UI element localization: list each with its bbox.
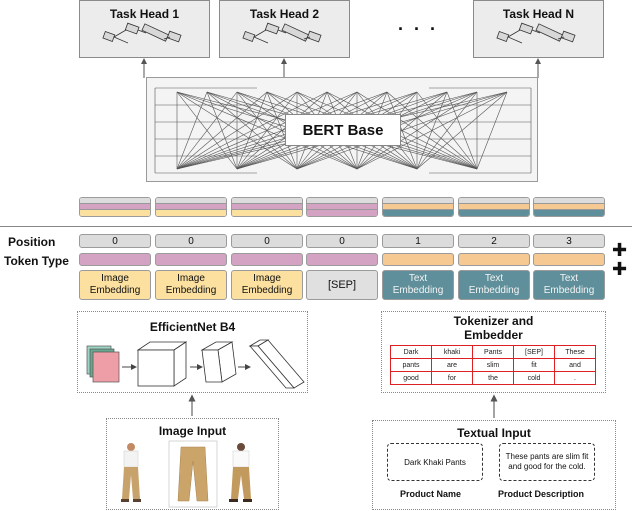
- pants-photo-1: [121, 443, 141, 502]
- position-cell: 0: [155, 234, 227, 248]
- ellipsis: . . .: [398, 14, 439, 34]
- image-input-box: Image Input: [106, 418, 279, 510]
- product-name-value: Dark Khaki Pants: [404, 457, 466, 467]
- cnn-diagram: [86, 339, 305, 389]
- token-grid-cell: the: [472, 371, 514, 385]
- plus-icon: ✚: [612, 259, 628, 279]
- position-cell: 0: [79, 234, 151, 248]
- head-connector-arrows: [141, 58, 541, 78]
- image-embedding: Image Embedding: [231, 270, 303, 300]
- tokenizer-title-text: Tokenizer and Embedder: [453, 314, 534, 342]
- text-embedding: Text Embedding: [382, 270, 454, 300]
- task-head-label: Task Head 2: [249, 7, 320, 21]
- position-row-label: Position: [8, 235, 56, 249]
- tokenizer-title: Tokenizer and Embedder: [382, 314, 605, 342]
- token-stack: [155, 197, 227, 217]
- token-type-cell: [306, 253, 378, 266]
- position-cell: 0: [306, 234, 378, 248]
- position-cell: 1: [382, 234, 454, 248]
- task-head-2: Task Head 2: [219, 0, 350, 58]
- task-head-label: Task Head 1: [109, 7, 180, 21]
- token-type-cell: [231, 253, 303, 266]
- product-photos: [121, 440, 252, 508]
- position-cell: 0: [231, 234, 303, 248]
- image-embedding: Image Embedding: [79, 270, 151, 300]
- token-grid-cell: for: [431, 371, 473, 385]
- product-description-label: Product Description: [498, 489, 585, 499]
- pants-photo-3: [229, 443, 252, 502]
- token-type-cell: [79, 253, 151, 266]
- text-embedding: Text Embedding: [533, 270, 605, 300]
- image-embedding: Image Embedding: [155, 270, 227, 300]
- token-type-cell: [533, 253, 605, 266]
- token-stack: [231, 197, 303, 217]
- token-stack: [306, 197, 378, 217]
- efficientnet-box: EfficientNet B4: [77, 311, 308, 393]
- plus-icon: ✚: [612, 240, 628, 260]
- mini-network-icon: [242, 22, 322, 44]
- task-head-1: Task Head 1: [79, 0, 210, 58]
- sep-embedding: [SEP]: [306, 270, 378, 300]
- token-stack: [533, 197, 605, 217]
- token-stack: [458, 197, 530, 217]
- bert-label: BERT Base: [302, 121, 384, 139]
- token-type-cell: [382, 253, 454, 266]
- token-type-cell: [458, 253, 530, 266]
- product-description-field: These pants are slim fit and good for th…: [499, 443, 595, 481]
- token-stack: [79, 197, 151, 217]
- image-input-title: Image Input: [158, 424, 227, 438]
- token-stack: [382, 197, 454, 217]
- mini-network-icon: [496, 22, 576, 44]
- efficientnet-title: EfficientNet B4: [149, 320, 236, 334]
- mini-network-icon: [102, 22, 182, 44]
- product-description-value: These pants are slim fit and good for th…: [505, 452, 589, 471]
- task-head-n: Task Head N: [473, 0, 604, 58]
- text-embedding: Text Embedding: [458, 270, 530, 300]
- bert-base-block: BERT Base: [146, 77, 538, 182]
- bert-label-box: BERT Base: [285, 114, 401, 146]
- token-grid-cell: .: [554, 371, 596, 385]
- divider-line: [0, 226, 632, 227]
- product-name-field: Dark Khaki Pants: [387, 443, 483, 481]
- product-name-label: Product Name: [400, 489, 462, 499]
- position-cell: 2: [458, 234, 530, 248]
- textual-input-title: Textual Input: [457, 426, 531, 440]
- pants-photo-2: [168, 440, 218, 508]
- position-cell: 3: [533, 234, 605, 248]
- task-head-label: Task Head N: [502, 7, 575, 21]
- token-type-cell: [155, 253, 227, 266]
- textual-input-box: Textual Input Dark Khaki Pants These pan…: [372, 420, 616, 510]
- token-type-row-label: Token Type: [4, 254, 69, 268]
